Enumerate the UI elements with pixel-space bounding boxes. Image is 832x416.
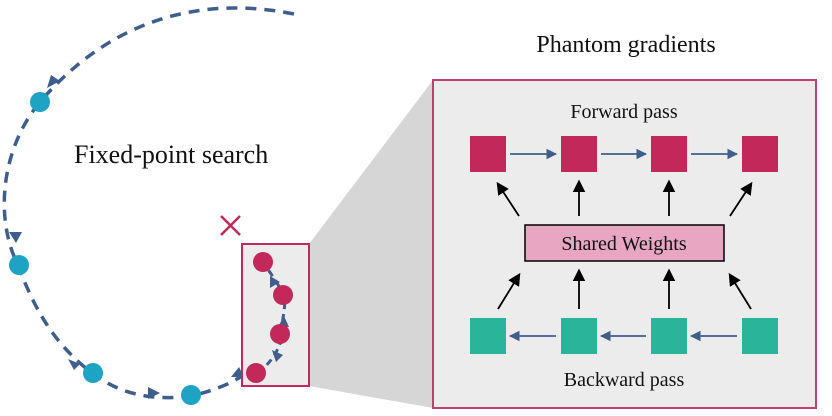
trajectory-arrow (68, 359, 80, 370)
fixed-point-label: Fixed-point search (74, 140, 268, 169)
forward-node (742, 136, 778, 172)
zoom-arrow (270, 276, 280, 288)
forward-node (470, 136, 506, 172)
trajectory-arrow (231, 367, 244, 377)
converged-dot (253, 252, 273, 272)
trajectory-arrow (148, 387, 160, 399)
trajectory-arrow (9, 232, 22, 243)
forward-node (651, 136, 687, 172)
x-mark-icon (220, 215, 241, 236)
backward-node (651, 318, 687, 354)
backward-node (742, 318, 778, 354)
forward-node (561, 136, 597, 172)
backward-node (470, 318, 506, 354)
converged-dot (246, 363, 266, 383)
zoom-region (241, 243, 310, 387)
iterate-dot (30, 92, 50, 112)
grad-edge-up (728, 272, 752, 310)
forward-pass-label: Forward pass (570, 101, 677, 123)
phantom-title: Phantom gradients (536, 32, 715, 58)
backward-node (561, 318, 597, 354)
converged-dot (273, 285, 293, 305)
shared-weights-label: Shared Weights (561, 233, 686, 255)
zoom-cone (309, 80, 433, 408)
grad-edge-up (497, 272, 521, 310)
zoom-arrow (272, 350, 283, 362)
converged-dot (270, 324, 290, 344)
iterate-dot (181, 385, 201, 405)
trajectory-arrow (47, 75, 60, 88)
shared-weights-box (524, 224, 725, 262)
iterate-dot (9, 255, 29, 275)
iterate-dot (83, 363, 103, 383)
weight-edge-up (729, 181, 753, 217)
weight-edge-up (496, 181, 520, 217)
backward-pass-label: Backward pass (564, 369, 685, 391)
